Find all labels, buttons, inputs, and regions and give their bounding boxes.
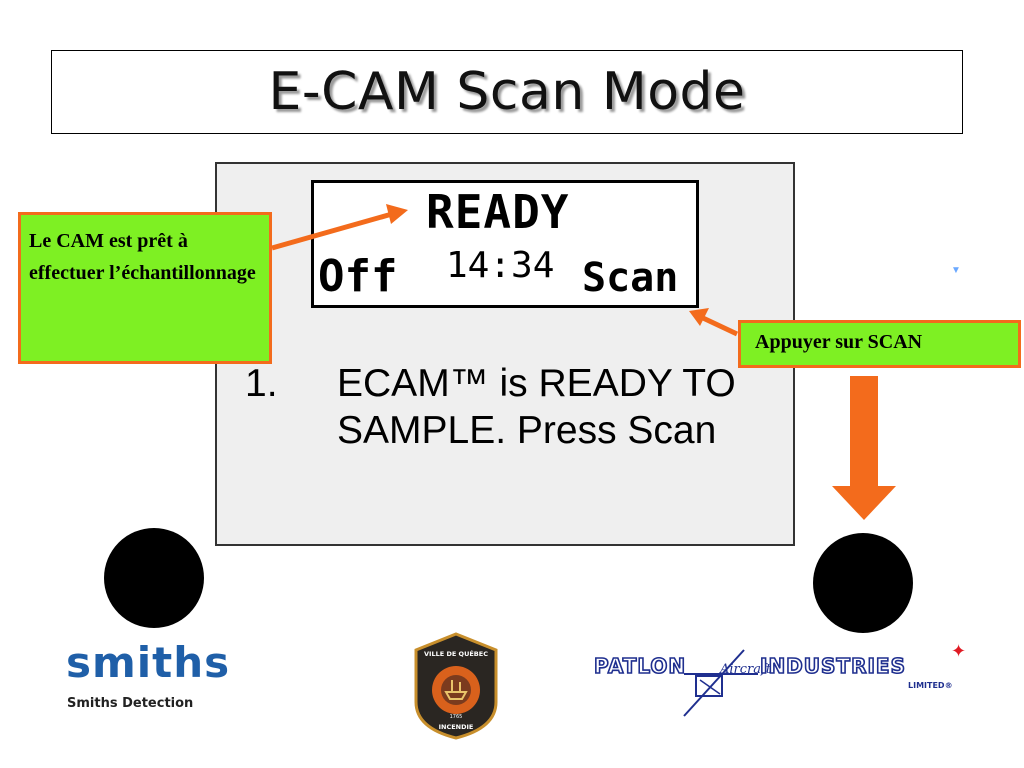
arrow-to-scan-head [689, 308, 709, 326]
smiths-detection-label: Smiths Detection [67, 696, 194, 711]
patlon-aircraft-script: Aircraft [720, 662, 772, 677]
lcd-screen: READY Off 14:34 Scan [311, 180, 699, 308]
patlon-logo-left: PATLON [593, 653, 687, 679]
small-triangle-icon: ▼ [951, 265, 961, 276]
step-text: ECAM™ is READY TO SAMPLE. Press Scan [337, 362, 736, 452]
arrow-to-ready-head [386, 204, 408, 224]
slide-title: E-CAM Scan Mode [268, 62, 746, 122]
badge-top-text: VILLE DE QUÉBEC [424, 649, 488, 658]
badge-bottom-text: INCENDIE [439, 723, 474, 731]
arrow-to-ready-line [271, 211, 393, 251]
badge-year-text: 1765 [450, 714, 463, 720]
lcd-scan-softkey[interactable]: Scan [582, 255, 679, 301]
lcd-status: READY [426, 185, 570, 239]
maple-leaf-icon: ✦ [951, 641, 967, 661]
right-hardware-button[interactable] [813, 533, 913, 633]
quebec-fire-badge: VILLE DE QUÉBEC 1765 INCENDIE [414, 632, 498, 740]
lcd-clock: 14:34 [446, 245, 555, 286]
down-arrow-head [832, 486, 896, 520]
callout-press-scan-fr: Appuyer sur SCAN [738, 320, 1021, 368]
slide-title-box: E-CAM Scan Mode [51, 50, 963, 134]
left-hardware-button[interactable] [104, 528, 204, 628]
arrow-to-scan-line [701, 315, 739, 337]
callout-ready-fr: Le CAM est prêt à effectuer l’échantillo… [18, 212, 272, 364]
patlon-logo-right: INDUSTRIES [759, 653, 906, 679]
down-arrow-shaft [850, 376, 878, 488]
patlon-limited: LIMITED® [908, 681, 953, 690]
step-number: 1. [245, 362, 278, 405]
smiths-logo: smiths [66, 638, 231, 687]
lcd-off-softkey[interactable]: Off [318, 251, 398, 302]
